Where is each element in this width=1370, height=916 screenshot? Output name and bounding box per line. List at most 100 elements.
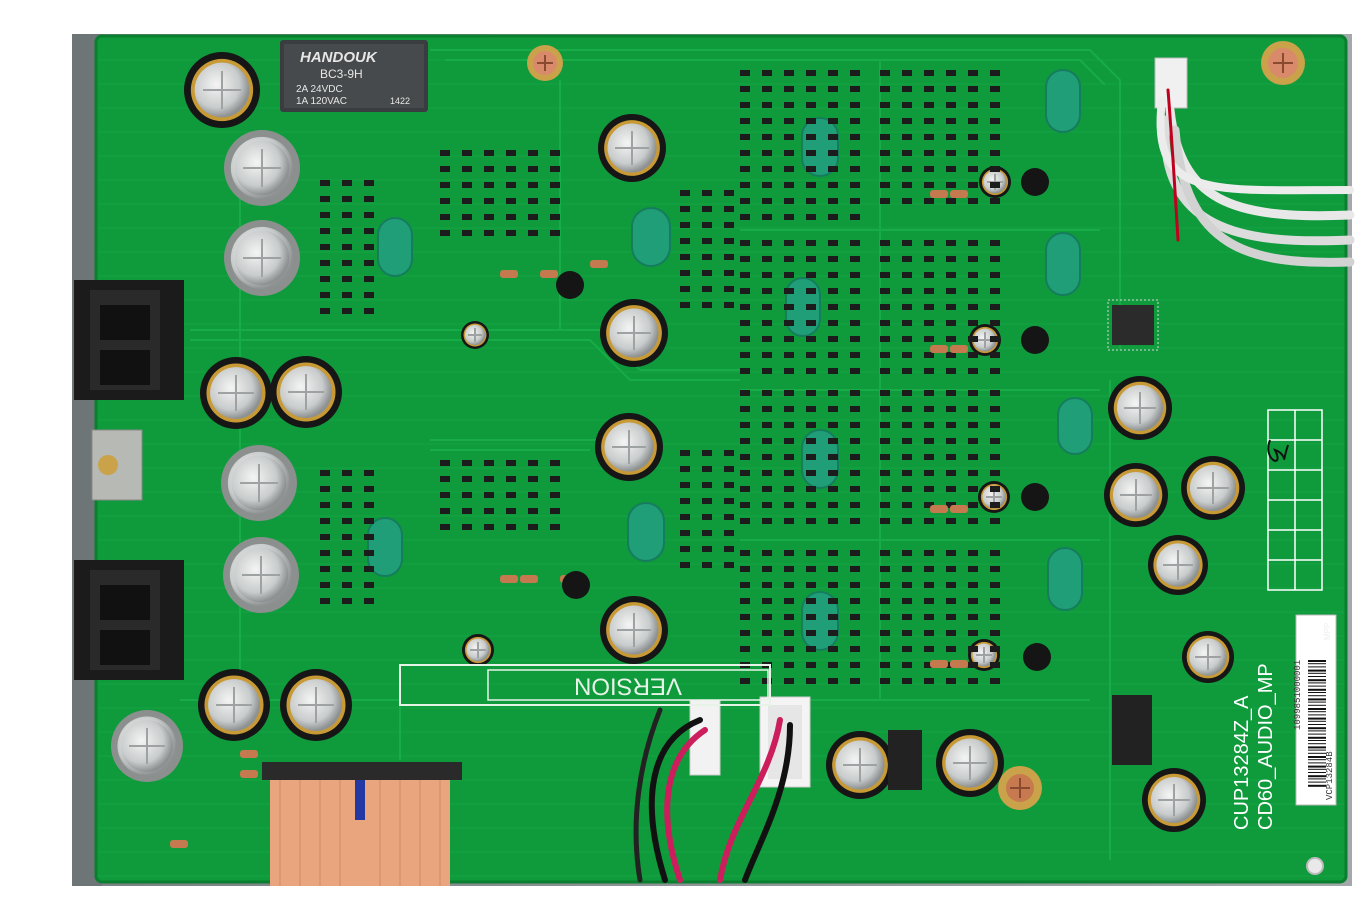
barcode-bar [1308, 759, 1326, 761]
barcode-bar [1308, 666, 1326, 668]
smd-resistor [784, 502, 794, 508]
smd-resistor [784, 470, 794, 476]
smd-resistor [946, 240, 956, 246]
smd-resistor [924, 566, 934, 572]
smd-resistor [924, 118, 934, 124]
smd-resistor [762, 102, 772, 108]
smd-components [320, 70, 1000, 684]
smd-resistor [990, 678, 1000, 684]
smd-resistor [850, 240, 860, 246]
smd-resistor [440, 460, 450, 466]
smd-resistor [762, 550, 772, 556]
smd-resistor [680, 450, 690, 456]
smd-resistor [990, 614, 1000, 620]
smd-resistor [946, 288, 956, 294]
smd-resistor [924, 550, 934, 556]
smd-resistor [550, 182, 560, 188]
smd-resistor [550, 460, 560, 466]
smd-resistor [364, 582, 374, 588]
smd-resistor [902, 272, 912, 278]
smd-resistor [724, 562, 734, 568]
smd-resistor [924, 630, 934, 636]
mounting-screw-top [527, 45, 563, 81]
smd-resistor [880, 150, 890, 156]
electrolytic-capacitor [223, 537, 299, 613]
smd-resistor [762, 502, 772, 508]
smd-resistor [484, 476, 494, 482]
smd-resistor [702, 286, 712, 292]
smd-resistor [924, 166, 934, 172]
smd-resistor [880, 646, 890, 652]
smd-resistor [946, 598, 956, 604]
smd-resistor [850, 390, 860, 396]
electrolytic-capacitor [224, 130, 300, 206]
connector-black-right [1112, 695, 1152, 765]
smd-resistor [946, 406, 956, 412]
smd-resistor [880, 198, 890, 204]
smd-resistor [806, 678, 816, 684]
smd-resistor [784, 630, 794, 636]
smd-resistor [342, 196, 352, 202]
smd-resistor [724, 482, 734, 488]
smd-resistor [850, 566, 860, 572]
capacitor-vent [243, 149, 281, 187]
smd-resistor [740, 630, 750, 636]
smd-resistor [680, 546, 690, 552]
smd-resistor [968, 150, 978, 156]
wire-bundle-white [1156, 88, 1355, 267]
smd-resistor [342, 502, 352, 508]
barcode-bar [1308, 733, 1326, 735]
smd-resistor [784, 406, 794, 412]
electrolytic-capacitor [198, 669, 270, 741]
electrolytic-capacitor [221, 445, 297, 521]
smd-resistor [924, 470, 934, 476]
smd-resistor [946, 198, 956, 204]
smd-resistor [724, 286, 734, 292]
smd-resistor [946, 502, 956, 508]
smd-resistor [702, 254, 712, 260]
smd-resistor [762, 86, 772, 92]
smd-resistor [462, 214, 472, 220]
smd-resistor [806, 272, 816, 278]
barcode-bar [1308, 752, 1326, 754]
film-capacitor [631, 207, 671, 267]
smd-resistor [550, 198, 560, 204]
barcode-bar [1308, 746, 1326, 749]
smd-resistor [528, 460, 538, 466]
smd-resistor [828, 678, 838, 684]
smd-resistor [680, 206, 690, 212]
smd-resistor [946, 166, 956, 172]
capacitor-vent [129, 728, 165, 764]
capacitor-vent [1197, 472, 1229, 504]
smd-resistor [968, 288, 978, 294]
smd-resistor [990, 566, 1000, 572]
smd-resistor [902, 422, 912, 428]
smd-resistor [320, 534, 330, 540]
smd-resistor [968, 240, 978, 246]
smd-resistor [806, 406, 816, 412]
smd-resistor [806, 614, 816, 620]
smd-resistor [806, 198, 816, 204]
capacitor-vent [468, 328, 482, 342]
smd-resistor [880, 390, 890, 396]
smd-resistor [828, 86, 838, 92]
barcode-bar [1308, 772, 1326, 773]
smd-resistor [990, 470, 1000, 476]
barcode-bar [1308, 775, 1326, 778]
smd-resistor [740, 198, 750, 204]
barcode-bar [1308, 663, 1326, 665]
smd-resistor [990, 646, 1000, 652]
smd-resistor [484, 150, 494, 156]
smd-resistor [968, 678, 978, 684]
smd-resistor [850, 352, 860, 358]
smd-resistor [762, 214, 772, 220]
smd-resistor [320, 212, 330, 218]
smd-resistor [762, 598, 772, 604]
smd-resistor [364, 470, 374, 476]
smd-resistor [850, 256, 860, 262]
smd-resistor [680, 222, 690, 228]
smd-resistor [724, 270, 734, 276]
smd-resistor [806, 470, 816, 476]
barcode-bar [1308, 698, 1326, 701]
smd-resistor [762, 518, 772, 524]
